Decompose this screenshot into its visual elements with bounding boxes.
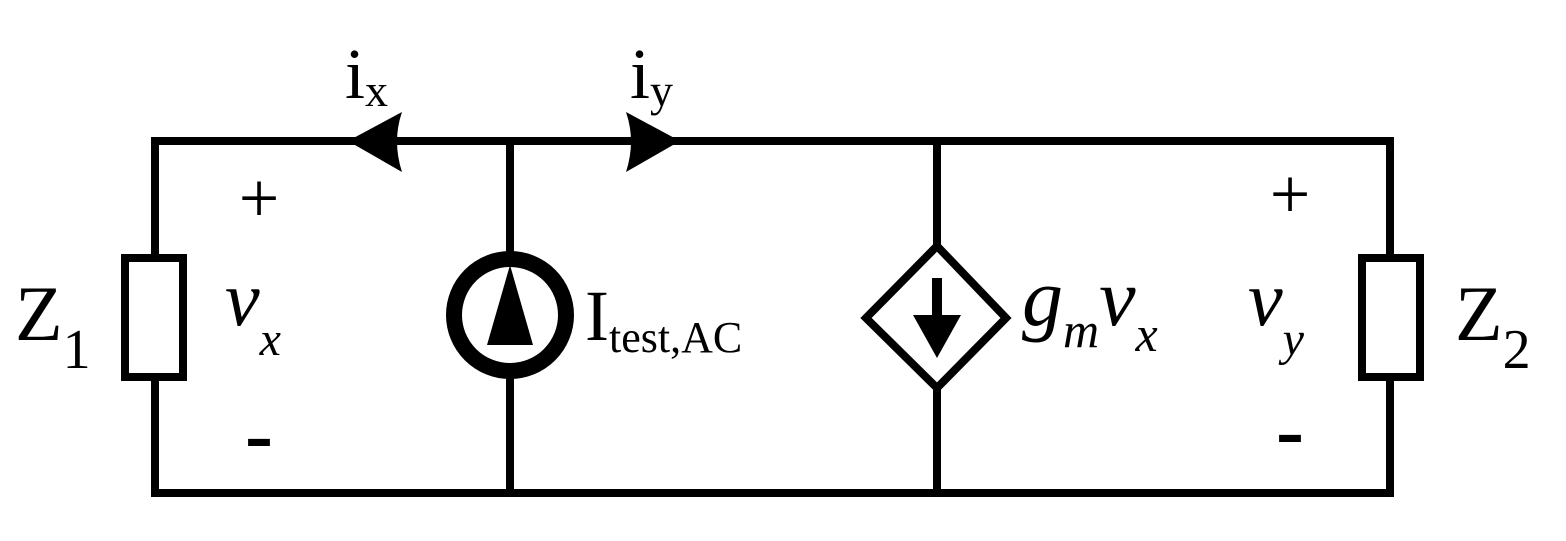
label-ix: ix (345, 34, 388, 116)
vx-plus-sign: + (239, 158, 280, 238)
ix-arrow-icon (348, 112, 402, 172)
label-itest: Itest,AC (585, 276, 742, 362)
source-arrow-head (487, 265, 533, 345)
vy-minus-sign: - (1276, 384, 1304, 477)
label-vx: vx (225, 255, 281, 366)
label-z1: Z1 (15, 270, 91, 381)
test-current-source (446, 251, 574, 379)
label-gm-vx: gmvx (1022, 252, 1158, 362)
label-z2: Z2 (1455, 270, 1531, 381)
iy-arrow-icon (626, 112, 680, 172)
wires (151, 137, 1394, 497)
vy-plus-sign: + (1270, 154, 1311, 234)
label-iy: iy (630, 34, 673, 116)
vx-minus-sign: - (245, 388, 273, 481)
dependent-arrow-head (913, 315, 961, 358)
impedance-z1 (121, 254, 187, 381)
impedance-z2 (1358, 254, 1424, 381)
dependent-current-source (860, 240, 1012, 394)
label-vy: vy (1248, 255, 1305, 366)
